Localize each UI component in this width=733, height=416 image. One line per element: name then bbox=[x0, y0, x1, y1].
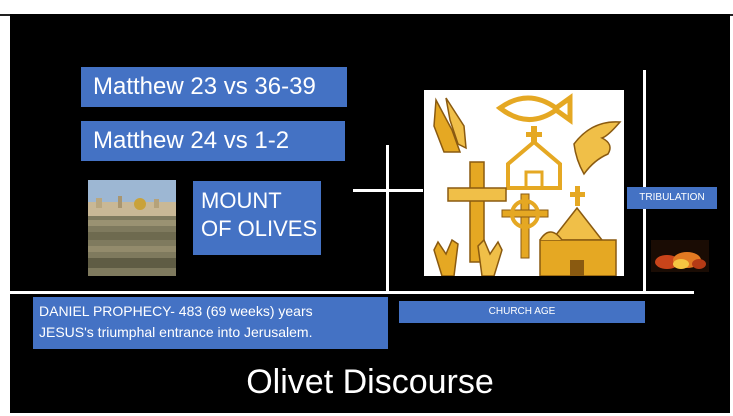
matthew-23-label: Matthew 23 vs 36-39 bbox=[93, 73, 316, 100]
church-age-label: CHURCH AGE bbox=[488, 306, 556, 317]
timeline-main-line bbox=[10, 291, 694, 294]
ichthys-fish-icon bbox=[495, 93, 573, 125]
jerusalem-photo bbox=[88, 180, 176, 276]
fire-image bbox=[651, 240, 709, 272]
cross-icon bbox=[447, 161, 507, 263]
praying-hands-icon bbox=[433, 97, 467, 153]
tribulation-box: TRIBULATION bbox=[627, 187, 717, 209]
cross-vertical-line bbox=[386, 145, 389, 293]
chapel-icon bbox=[539, 186, 617, 277]
mount-of-olives-box: MOUNT OF OLIVES bbox=[193, 181, 321, 255]
raised-hands-icon bbox=[433, 238, 503, 277]
presentation-slide: Matthew 23 vs 36-39 Matthew 24 vs 1-2 MO… bbox=[10, 14, 730, 413]
matthew-24-label: Matthew 24 vs 1-2 bbox=[93, 127, 290, 154]
triumphal-entrance-line: JESUS's triumphal entrance into Jerusale… bbox=[39, 324, 313, 340]
tribulation-divider-line bbox=[643, 70, 646, 293]
cross-circle-icon bbox=[501, 193, 549, 259]
slide-heading: Olivet Discourse bbox=[246, 363, 494, 401]
tribulation-label: TRIBULATION bbox=[639, 192, 705, 203]
matthew-23-box: Matthew 23 vs 36-39 bbox=[81, 67, 347, 107]
christian-icons-image bbox=[424, 90, 624, 277]
dove-icon bbox=[573, 121, 622, 176]
cross-horizontal-line bbox=[353, 189, 423, 192]
church-icon bbox=[506, 126, 562, 190]
daniel-prophecy-line: DANIEL PROPHECY- 483 (69 weeks) years bbox=[39, 303, 313, 319]
matthew-24-box: Matthew 24 vs 1-2 bbox=[81, 121, 345, 161]
mount-of-olives-label: MOUNT OF OLIVES bbox=[201, 188, 318, 241]
daniel-prophecy-box: DANIEL PROPHECY- 483 (69 weeks) years JE… bbox=[33, 297, 388, 349]
church-age-box: CHURCH AGE bbox=[399, 301, 645, 323]
